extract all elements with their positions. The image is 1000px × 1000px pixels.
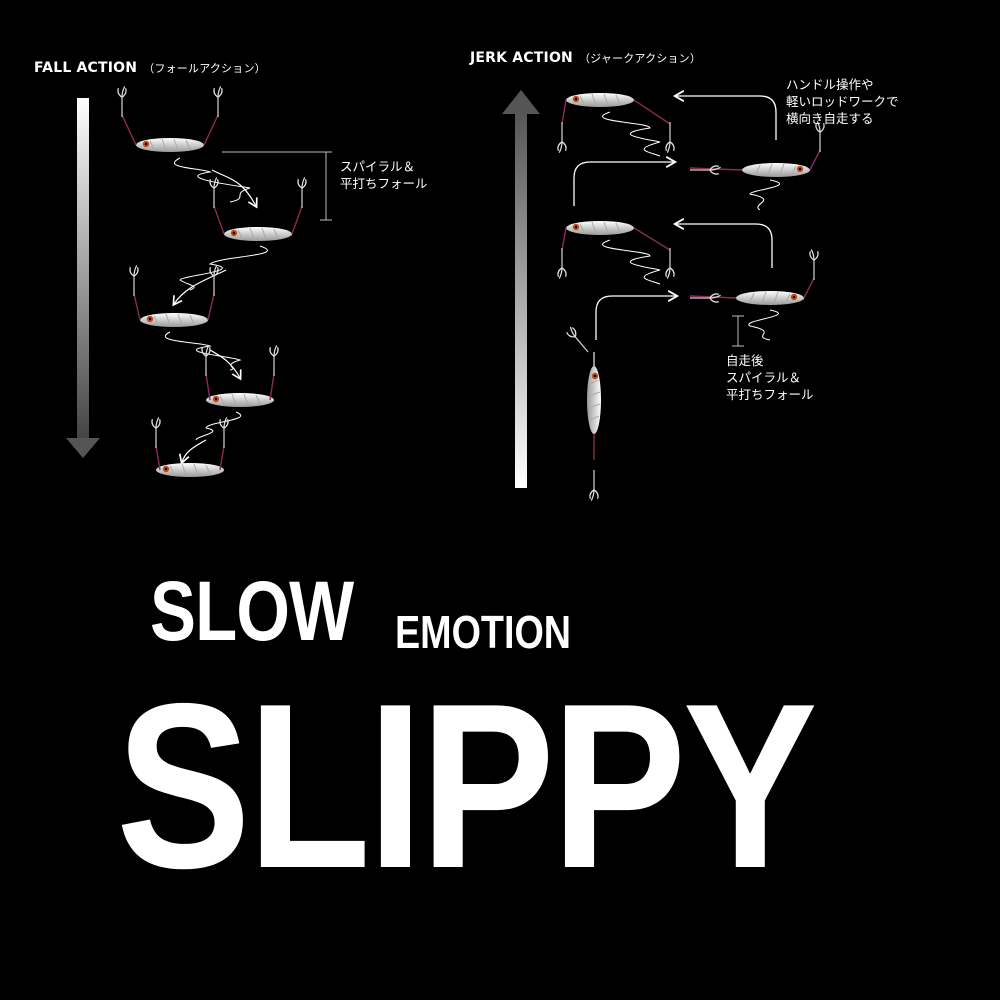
fall-action-heading: FALL ACTION （フォールアクション） <box>34 60 266 76</box>
fall-lure-sequence <box>117 85 307 478</box>
jerk-action-heading: JERK ACTION （ジャークアクション） <box>470 50 701 66</box>
jig-lure-icon <box>689 120 825 178</box>
jerk-action-note-bottom: 自走後 スパイラル＆ 平打ちフォール <box>726 353 814 402</box>
dimension-bracket-icon <box>732 315 744 347</box>
jerk-lure-sequence <box>557 90 825 502</box>
jerk-action-note-top: ハンドル操作や 軽いロッドワークで 横向き自走する <box>786 77 899 126</box>
fall-direction-arrow <box>66 98 100 458</box>
tagline-slow: SLOW <box>150 564 354 658</box>
dimension-bracket-icon <box>222 151 332 221</box>
jig-lure-icon <box>209 176 307 242</box>
down-arrow-icon <box>66 438 100 458</box>
fall-action-note: スパイラル＆ 平打ちフォール <box>340 159 428 191</box>
tagline-emotion: EMOTION <box>395 606 572 658</box>
jig-lure-icon <box>117 85 223 153</box>
jig-lure-icon <box>586 352 602 460</box>
brand-name: SLIPPY <box>116 654 818 917</box>
jig-lure-icon <box>129 264 219 328</box>
action-diagram <box>66 85 825 502</box>
jig-lure-icon <box>201 344 279 408</box>
curved-arrow-icon <box>573 90 777 340</box>
jig-lure-icon <box>557 220 675 280</box>
jerk-action-title: JERK ACTION <box>470 50 573 66</box>
fall-action-title: FALL ACTION <box>34 60 138 76</box>
jig-lure-icon <box>151 416 229 478</box>
jerk-direction-arrow <box>502 90 540 488</box>
fall-action-subtitle: （フォールアクション） <box>143 62 266 75</box>
tagline: SLOW EMOTION <box>150 563 571 660</box>
jig-lure-icon <box>689 248 819 306</box>
up-arrow-icon <box>502 90 540 114</box>
jig-lure-icon <box>557 92 675 154</box>
jerk-action-subtitle: （ジャークアクション） <box>578 52 702 65</box>
